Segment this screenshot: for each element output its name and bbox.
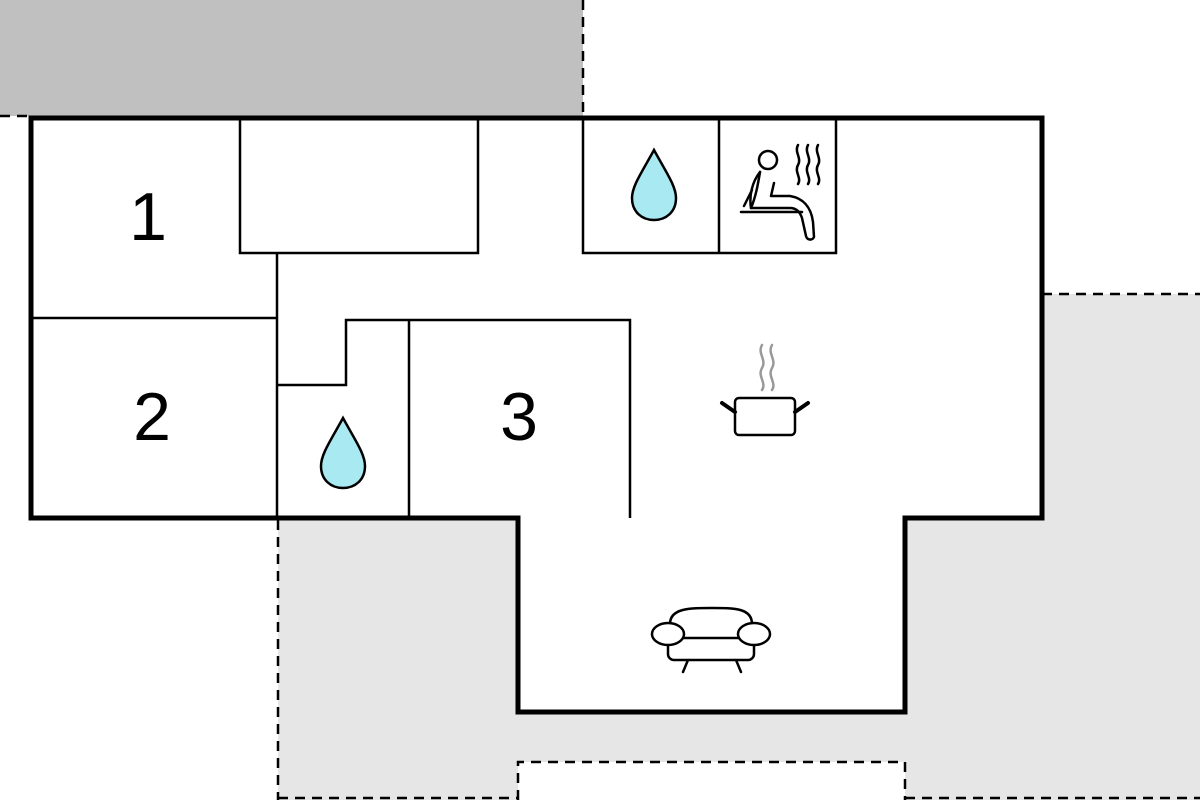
interior-walls — [31, 116, 838, 518]
terrace-lower-right — [278, 294, 1200, 800]
cooking-pot-icon — [720, 343, 810, 437]
sofa-icon — [650, 606, 772, 674]
room-label-2: 2 — [133, 379, 171, 455]
water-drop-icon — [630, 147, 678, 222]
sauna-icon — [739, 143, 821, 241]
wall-wet-rooms — [581, 118, 838, 255]
room-label-1: 1 — [129, 179, 167, 255]
terrace-top-left — [0, 0, 583, 116]
room-label-3: 3 — [500, 379, 538, 455]
terrace-bottom-gap — [518, 762, 905, 800]
outer-wall — [28, 115, 1045, 715]
terrace-bottom-gap-border — [516, 760, 907, 800]
water-drop-icon — [319, 415, 367, 490]
storage-room — [238, 116, 480, 255]
wall-bathroom-lower — [277, 318, 632, 518]
